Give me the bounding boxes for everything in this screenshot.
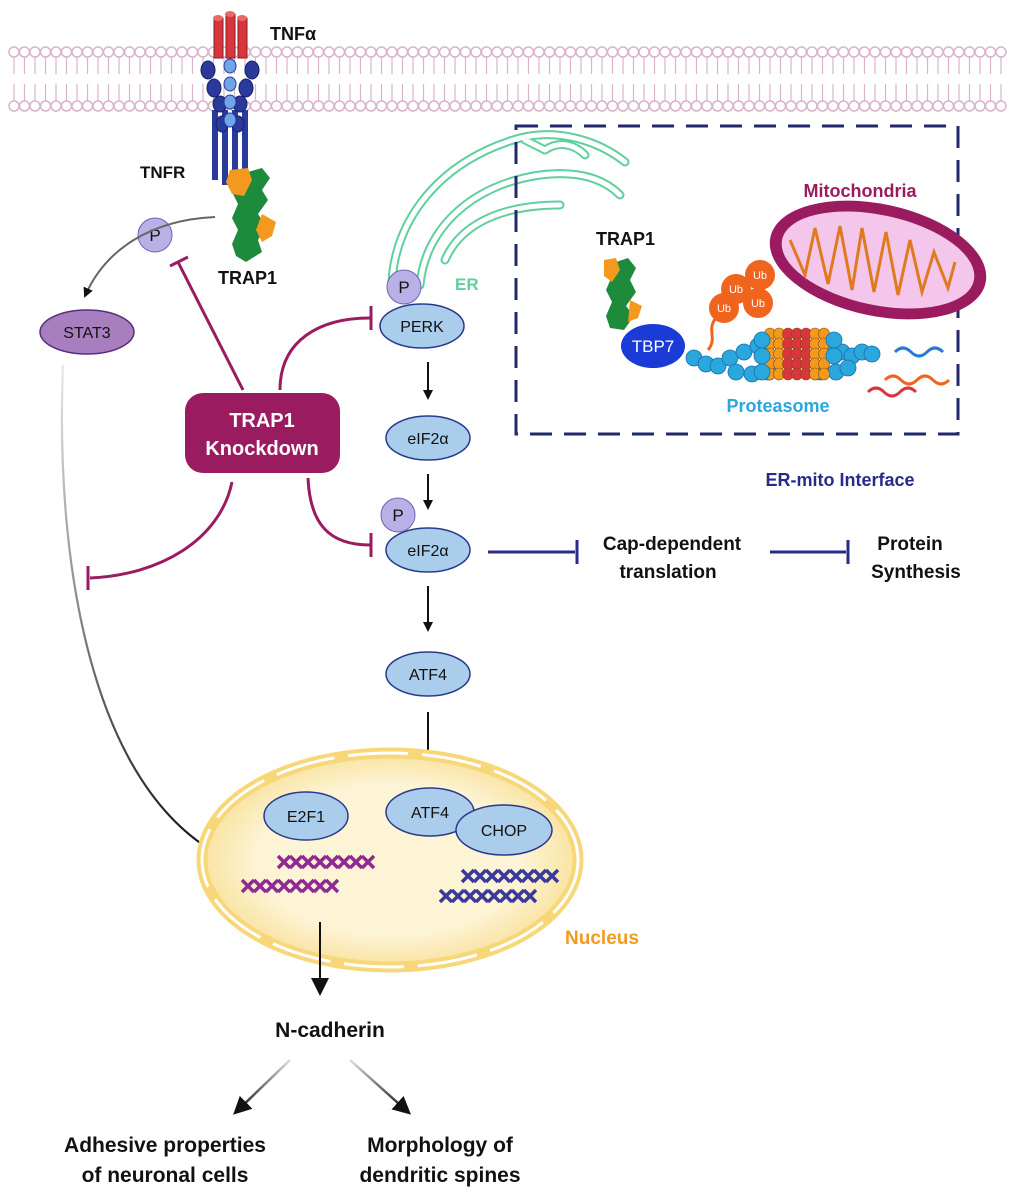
ub-label-4: Ub [751,298,765,310]
cap-label-line1: Cap-dependent [603,534,742,555]
trap1-label-receptor: TRAP1 [218,268,277,288]
peptide-fragments [866,346,951,398]
tbp7-node: TBP7 [621,324,685,368]
eif2a-label: eIF2α [407,431,448,448]
er-mito-interface-label: ER-mito Interface [765,470,914,490]
e2f1-label: E2F1 [287,809,325,826]
inhibit-receptor-p [176,261,245,391]
ub-label-3: Ub [717,303,731,315]
chop-label: CHOP [481,823,527,840]
p-label-perk: P [398,278,409,297]
nucleus-label: Nucleus [565,928,639,949]
inhibit-stat3 [89,481,234,580]
translation-inhibition-lines [488,540,850,564]
protein-label-line1: Protein [877,534,942,555]
trap1-protein-receptor [226,168,276,262]
p-label-receptor: P [149,226,160,245]
trap1-protein-inset [604,258,642,330]
eif2a-node: eIF2α [385,415,471,461]
chop-node: CHOP [455,804,553,856]
er-label: ER [455,275,479,294]
knockdown-line1: TRAP1 [229,410,295,432]
cap-label-line2: translation [619,562,716,583]
adhesive-label-line2: of neuronal cells [82,1164,249,1187]
ncadherin-label: N-cadherin [275,1019,385,1042]
stat3-node: STAT3 [39,309,135,355]
mitochondria [769,200,987,320]
atf4-label: ATF4 [409,667,447,684]
trap1-label-inset: TRAP1 [596,229,655,249]
atf4-nuclear-node: ATF4 [385,787,475,837]
peif2a-label: eIF2α [407,543,448,560]
proteasome-label: Proteasome [726,396,829,416]
adhesive-label-line1: Adhesive properties [64,1134,266,1157]
peif2a-node: eIF2α [385,527,471,573]
tnfr-to-stat3-arrow [83,216,216,298]
trap1-knockdown-box: TRAP1 Knockdown [185,393,340,473]
ubiquitin-cluster: Ub Ub Ub Ub [709,260,775,323]
stat3-to-nucleus-arrow [60,364,227,859]
cell-membrane [8,46,1007,112]
perk-node: PERK [379,303,465,349]
atf4-nuclear-label: ATF4 [411,805,449,822]
dna-helix-atf4 [438,868,560,904]
morph-label-line2: dendritic spines [359,1164,520,1187]
tbp7-label: TBP7 [632,337,675,356]
tnfr-label: TNFR [140,163,185,182]
protein-label-line2: Synthesis [871,562,961,583]
perk-label: PERK [400,319,444,336]
nucleus [196,747,584,973]
morph-label-line1: Morphology of [367,1134,514,1157]
tnfa-label: TNFα [270,24,316,44]
inhibit-perk [278,316,371,391]
phospho-badge-eif2a: P [380,497,416,533]
p-label-eif2a: P [392,506,403,525]
tnfa-ligand [213,11,248,59]
knockdown-inhibition-lines [86,255,373,590]
ub-label-1: Ub [729,284,743,296]
atf4-node: ATF4 [385,651,471,697]
inhibit-receptor-p-bar [169,255,189,268]
dna-helix-e2f1 [240,854,376,894]
proteasome [685,327,881,383]
knockdown-line2: Knockdown [205,438,318,460]
mitochondria-label: Mitochondria [804,181,918,201]
inhibit-peif2a [306,477,371,547]
stat3-label: STAT3 [63,325,111,342]
tnf-receptor [200,58,260,185]
ub-label-2: Ub [753,270,767,282]
ncadherin-to-morphology-arrow [349,1059,411,1115]
e2f1-node: E2F1 [263,791,349,841]
phospho-badge-perk: P [386,269,422,305]
ncadherin-to-adhesive-arrow [233,1059,291,1115]
